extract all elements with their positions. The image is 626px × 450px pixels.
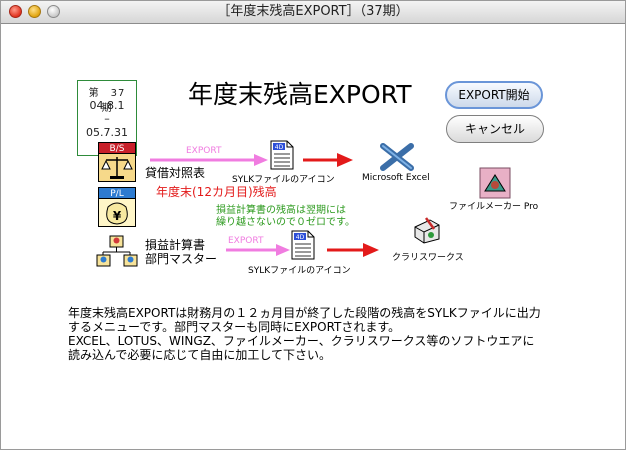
description-line: EXCEL、LOTUS、WINGZ、ファイルメーカー、クラリスワークス等のソフト… [68,334,535,348]
minimize-icon[interactable] [28,5,41,18]
window-title: ［年度末残高EXPORT］（37期） [217,4,409,19]
yen-symbol: ¥ [113,209,122,223]
clarisworks-label: クラリスワークス [392,253,464,263]
sylk-icon-caption-2: SYLKファイルのアイコン [248,266,351,276]
department-master-label: 部門マスター [145,252,218,266]
description-text: 年度末残高EXPORTは財務月の１２ヵ月目が終了した段階の残高をSYLKファイル… [68,306,568,362]
period-separator: – [104,112,110,125]
title-bar[interactable]: ［年度末残高EXPORT］（37期） [1,1,625,24]
balance-sheet-label: 貸借対照表 [145,166,206,180]
red-arrow-1 [303,153,353,167]
period-start: 04.8.1 [89,99,125,112]
pl-carryover-note-line2: 繰り越さないので０ゼロです。 [216,217,355,228]
export-start-button[interactable]: EXPORT開始 [445,81,543,109]
export-label-2: EXPORT [228,236,264,246]
page-title: 年度末残高EXPORT [188,80,412,109]
filemaker-app-icon[interactable] [479,167,511,199]
department-master-icon [96,235,138,267]
doc-badge-2: 4D [296,234,305,241]
sylk-file-icon-2: 4D [291,230,315,260]
bs-badge-text: B/S [110,144,125,154]
sylk-icon-caption-1: SYLKファイルのアイコン [232,175,335,185]
pl-badge-text: P/L [110,189,123,199]
export-label-1: EXPORT [186,146,222,156]
description-line: 年度末残高EXPORTは財務月の１２ヵ月目が終了した段階の残高をSYLKファイル… [68,306,541,320]
pink-arrow-2 [226,244,290,256]
cancel-button[interactable]: キャンセル [446,115,544,143]
income-statement-label: 損益計算書 [145,238,206,252]
period-box: 第 37 期 04.8.1 – 05.7.31 [77,80,137,156]
description-line: 読み込んで必要に応じて自由に加工して下さい。 [68,348,332,362]
sylk-file-icon-1: 4D [270,140,294,170]
excel-app-icon[interactable] [380,143,414,171]
period-end: 05.7.31 [86,126,128,139]
red-arrow-2 [327,243,379,257]
balance-sheet-icon: B/S [98,142,136,182]
description-line: するメニューです。部門マスターも同時にEXPORTされます。 [68,320,401,334]
excel-label: Microsoft Excel [362,173,430,183]
zoom-icon[interactable] [47,5,60,18]
income-statement-icon: P/L ¥ [98,187,136,227]
close-icon[interactable] [9,5,22,18]
main-content: 第 37 期 04.8.1 – 05.7.31 年度末残高EXPORT EXPO… [0,23,624,448]
pink-arrow-1 [150,154,268,166]
clarisworks-app-icon[interactable] [412,215,442,245]
pl-carryover-note-line1: 損益計算書の残高は翌期には [216,205,346,216]
period-label: 第 37 期 [88,88,137,114]
filemaker-label: ファイルメーカー Pro [449,202,539,212]
fiscal-year-end-note: 年度末(12カ月目)残高 [156,185,277,199]
doc-badge-1: 4D [275,144,284,151]
